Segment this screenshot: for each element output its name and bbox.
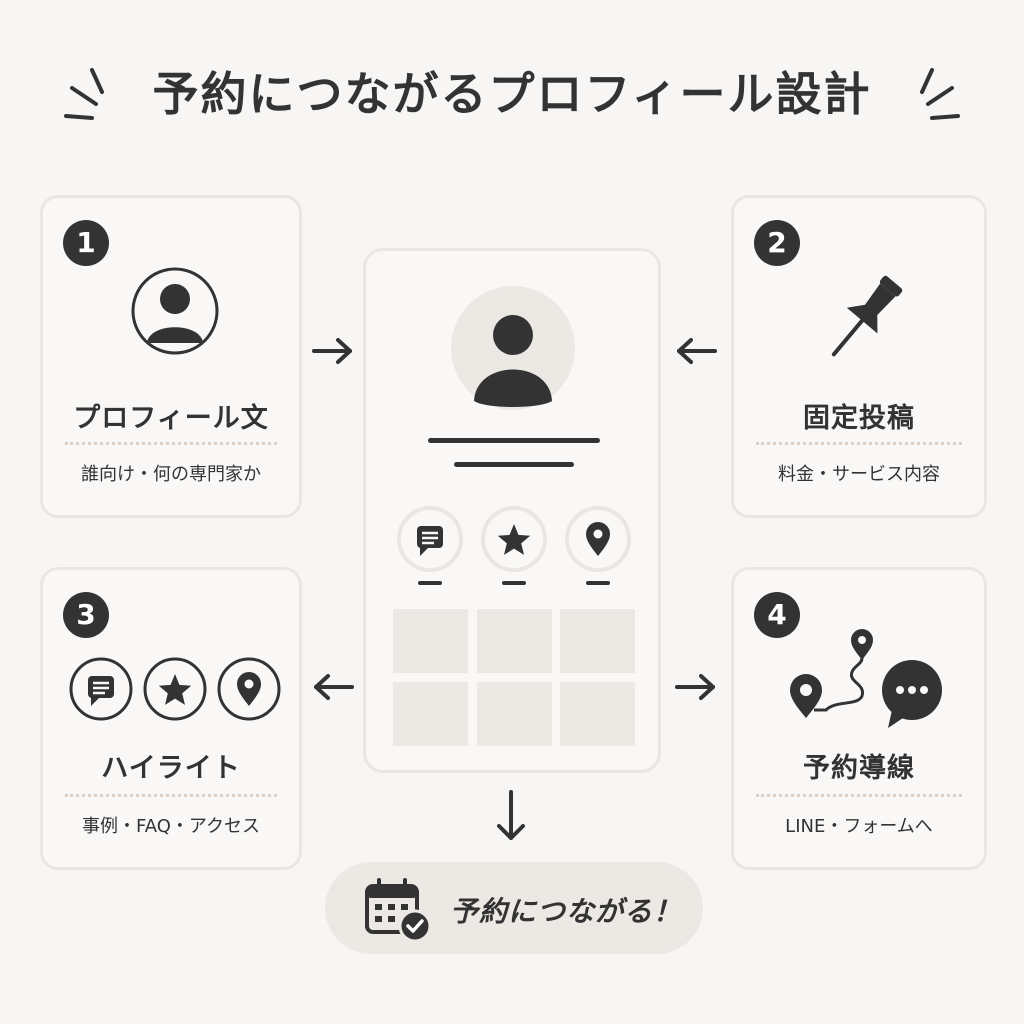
post-grid: [393, 609, 635, 747]
dotted-divider: [756, 442, 962, 445]
card-profile-text: 1 プロフィール文 誰向け・何の専門家か: [40, 195, 302, 518]
grid-tile: [393, 609, 468, 673]
grid-tile: [477, 609, 552, 673]
dotted-divider: [65, 442, 277, 445]
grid-tile: [477, 682, 552, 746]
card-pinned-post: 2 固定投稿 料金・サービス内容: [731, 195, 987, 518]
burst-left-icon: [64, 68, 104, 120]
card-subtitle: 料金・サービス内容: [778, 464, 940, 485]
step-number-badge: 1: [63, 220, 109, 266]
burst-right-icon: [920, 68, 960, 120]
bio-line: [454, 462, 574, 467]
grid-tile: [560, 609, 635, 673]
card-booking-flow: 4 予約導線 LINE・フォームへ: [731, 567, 987, 870]
card-subtitle: 事例・FAQ・アクセス: [82, 816, 260, 837]
name-line: [428, 438, 600, 443]
page-title: 予約につながるプロフィール設計: [152, 67, 872, 121]
route-chat-icon: [790, 629, 942, 728]
profile-mockup: [363, 248, 661, 773]
card-subtitle: LINE・フォームへ: [785, 816, 933, 837]
dotted-divider: [65, 794, 277, 797]
dotted-divider: [756, 794, 962, 797]
highlight-icons: [69, 657, 281, 721]
card-subtitle: 誰向け・何の専門家か: [81, 464, 261, 485]
pin-icon: [831, 275, 903, 357]
calendar-check-icon: [365, 878, 432, 943]
step-number-badge: 2: [754, 220, 800, 266]
avatar-icon: [131, 267, 219, 355]
arrow-left-icon: [677, 338, 717, 364]
card-title: 固定投稿: [803, 403, 915, 434]
arrow-right-icon: [675, 674, 715, 700]
card-highlights: 3 ハイライト 事例・FAQ・アクセス: [40, 567, 302, 870]
arrow-left-icon: [314, 674, 354, 700]
arrow-right-icon: [312, 338, 352, 364]
step-number-badge: 3: [63, 592, 109, 638]
step-number-badge: 4: [754, 592, 800, 638]
card-title: 予約導線: [803, 753, 915, 784]
card-title: プロフィール文: [73, 403, 269, 434]
profile-avatar-icon: [451, 286, 575, 410]
card-title: ハイライト: [101, 753, 241, 784]
grid-tile: [393, 682, 468, 746]
arrow-down-icon: [497, 790, 525, 840]
booking-cta: 予約につながる！: [325, 862, 703, 954]
highlight-row-icons: [397, 506, 631, 585]
grid-tile: [560, 682, 635, 746]
cta-label: 予約につながる！: [450, 895, 683, 928]
